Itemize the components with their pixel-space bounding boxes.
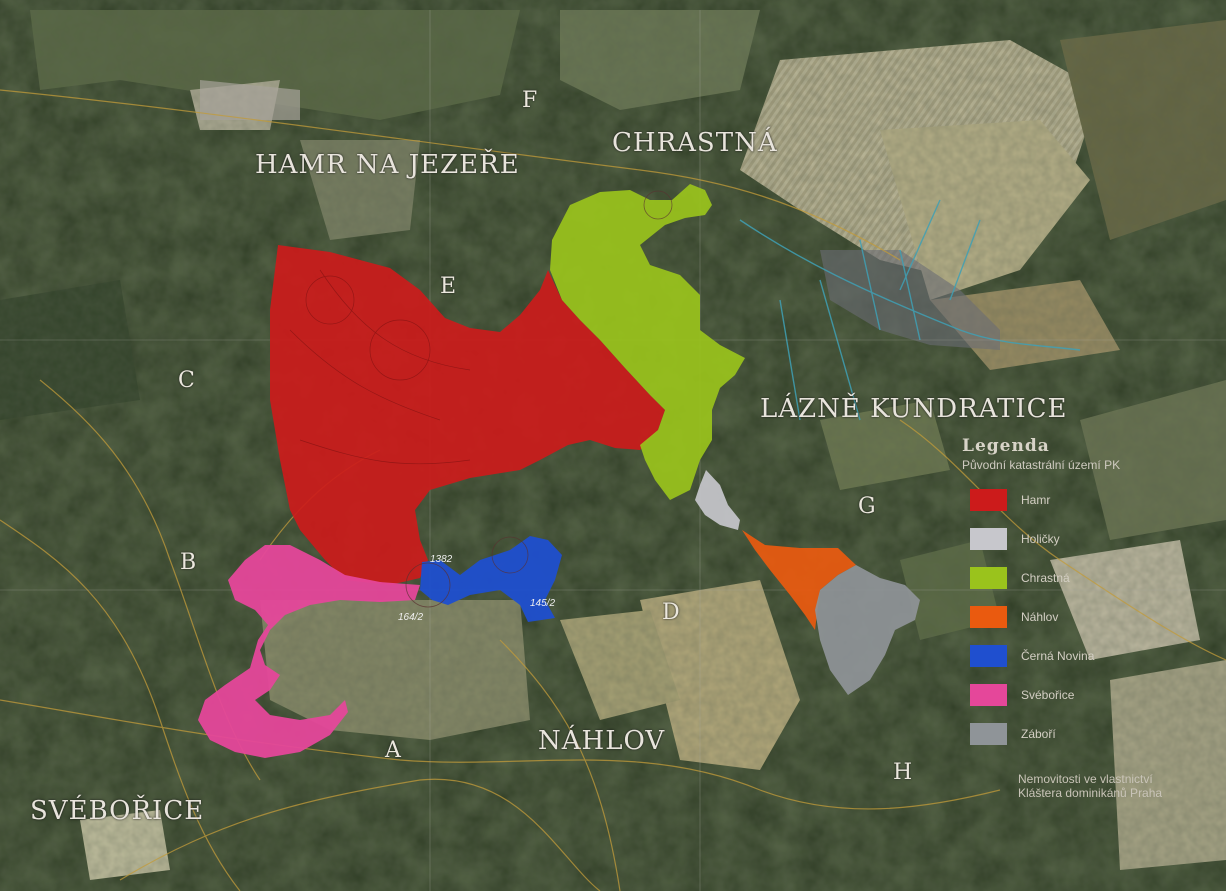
village-lazne-kundratice bbox=[820, 250, 1000, 350]
legend-swatch bbox=[970, 566, 1007, 589]
legend-swatch bbox=[970, 605, 1007, 628]
legend-label: Záboří bbox=[1021, 726, 1056, 741]
place-sveborice: SVÉBOŘICE bbox=[30, 796, 205, 826]
grid-letter-h: H bbox=[893, 760, 913, 785]
legend-title: Legenda bbox=[962, 436, 1050, 456]
parcel-zabori bbox=[815, 565, 920, 695]
legend-label: Chrastná bbox=[1021, 570, 1070, 585]
parcel-nahlov bbox=[742, 530, 856, 630]
legend-label: Hamr bbox=[1021, 492, 1051, 507]
grid-letter-e: E bbox=[440, 274, 457, 299]
legend-swatch bbox=[970, 722, 1007, 745]
legend-swatch bbox=[970, 644, 1007, 667]
parcel-sveborice bbox=[198, 545, 420, 758]
parcel-number: 145/2 bbox=[530, 598, 556, 609]
legend-item-zabori: Záboří bbox=[970, 714, 1222, 753]
map-legend: Legenda Původní katastrální území PK Ham… bbox=[962, 436, 1222, 753]
legend-item-cerna-novina: Černá Novina bbox=[970, 636, 1222, 675]
parcels bbox=[198, 184, 920, 758]
place-chrastna: CHRASTNÁ bbox=[612, 128, 778, 158]
legend-item-holicky: Holičky bbox=[970, 519, 1222, 558]
note-line: Nemovitosti ve vlastnictví bbox=[1018, 772, 1153, 786]
grid-letter-f: F bbox=[522, 88, 538, 113]
village-hamr bbox=[200, 80, 300, 120]
parcel-holicky bbox=[695, 470, 740, 530]
place-nahlov: NÁHLOV bbox=[538, 726, 666, 756]
legend-label: Náhlov bbox=[1021, 609, 1059, 624]
legend-item-sveborice: Svébořice bbox=[970, 675, 1222, 714]
parcel-chrastna bbox=[550, 184, 745, 500]
streets-lazne bbox=[739, 199, 1081, 421]
grid-letter-b: B bbox=[180, 550, 197, 575]
grid-letter-d: D bbox=[662, 600, 680, 625]
legend-label: Holičky bbox=[1021, 531, 1060, 546]
legend-item-hamr: Hamr bbox=[970, 480, 1222, 519]
place-hamr-na-jezere: HAMR NA JEZEŘE bbox=[255, 150, 520, 180]
ownership-note: Nemovitosti ve vlastnictví Kláštera domi… bbox=[1018, 772, 1218, 800]
grid-letter-c: C bbox=[178, 368, 195, 393]
parcel-number: 164/2 bbox=[398, 612, 424, 623]
note-line: Kláštera dominikánů Praha bbox=[1018, 786, 1163, 800]
grid-letter-g: G bbox=[858, 494, 876, 519]
legend-label: Svébořice bbox=[1021, 687, 1075, 702]
place-lazne-kundratice: LÁZNĚ KUNDRATICE bbox=[760, 394, 1068, 424]
legend-subtitle: Původní katastrální území PK bbox=[962, 458, 1121, 472]
legend-label: Černá Novina bbox=[1021, 648, 1095, 663]
legend-swatch bbox=[970, 488, 1007, 511]
legend-item-nahlov: Náhlov bbox=[970, 597, 1222, 636]
parcel-hamr bbox=[270, 245, 665, 585]
legend-swatch bbox=[970, 683, 1007, 706]
parcel-cerna-novina bbox=[420, 536, 562, 622]
legend-item-chrastna: Chrastná bbox=[970, 558, 1222, 597]
parcel-boundaries bbox=[289, 269, 471, 465]
grid-letter-a: A bbox=[385, 738, 401, 763]
parcel-number: 1382 bbox=[430, 554, 453, 565]
legend-swatch bbox=[970, 527, 1007, 550]
